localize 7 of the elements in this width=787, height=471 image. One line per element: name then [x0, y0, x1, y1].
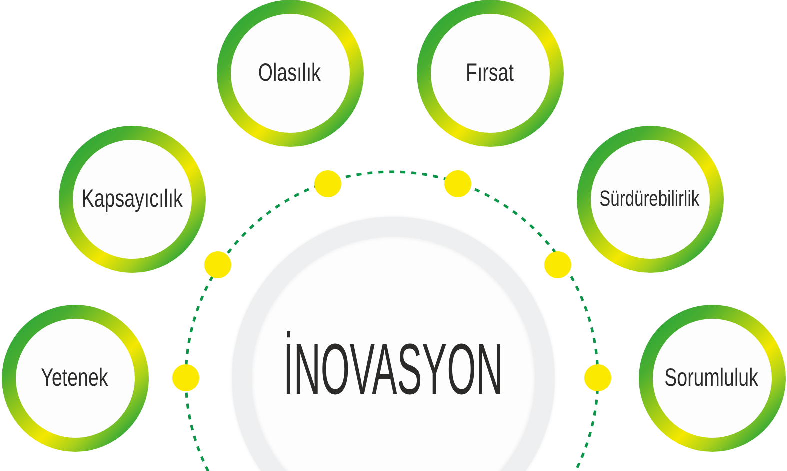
hub-label: İNOVASYON: [284, 334, 504, 406]
concept-label: Sorumluluk: [665, 366, 759, 390]
concept-label: Kapsayıcılık: [81, 186, 183, 212]
concept-label: Olasılık: [258, 60, 322, 86]
concept-label: Yetenek: [41, 366, 109, 390]
concept-label: Sürdürebilirlik: [600, 188, 700, 210]
concept-label: Fırsat: [466, 60, 514, 86]
